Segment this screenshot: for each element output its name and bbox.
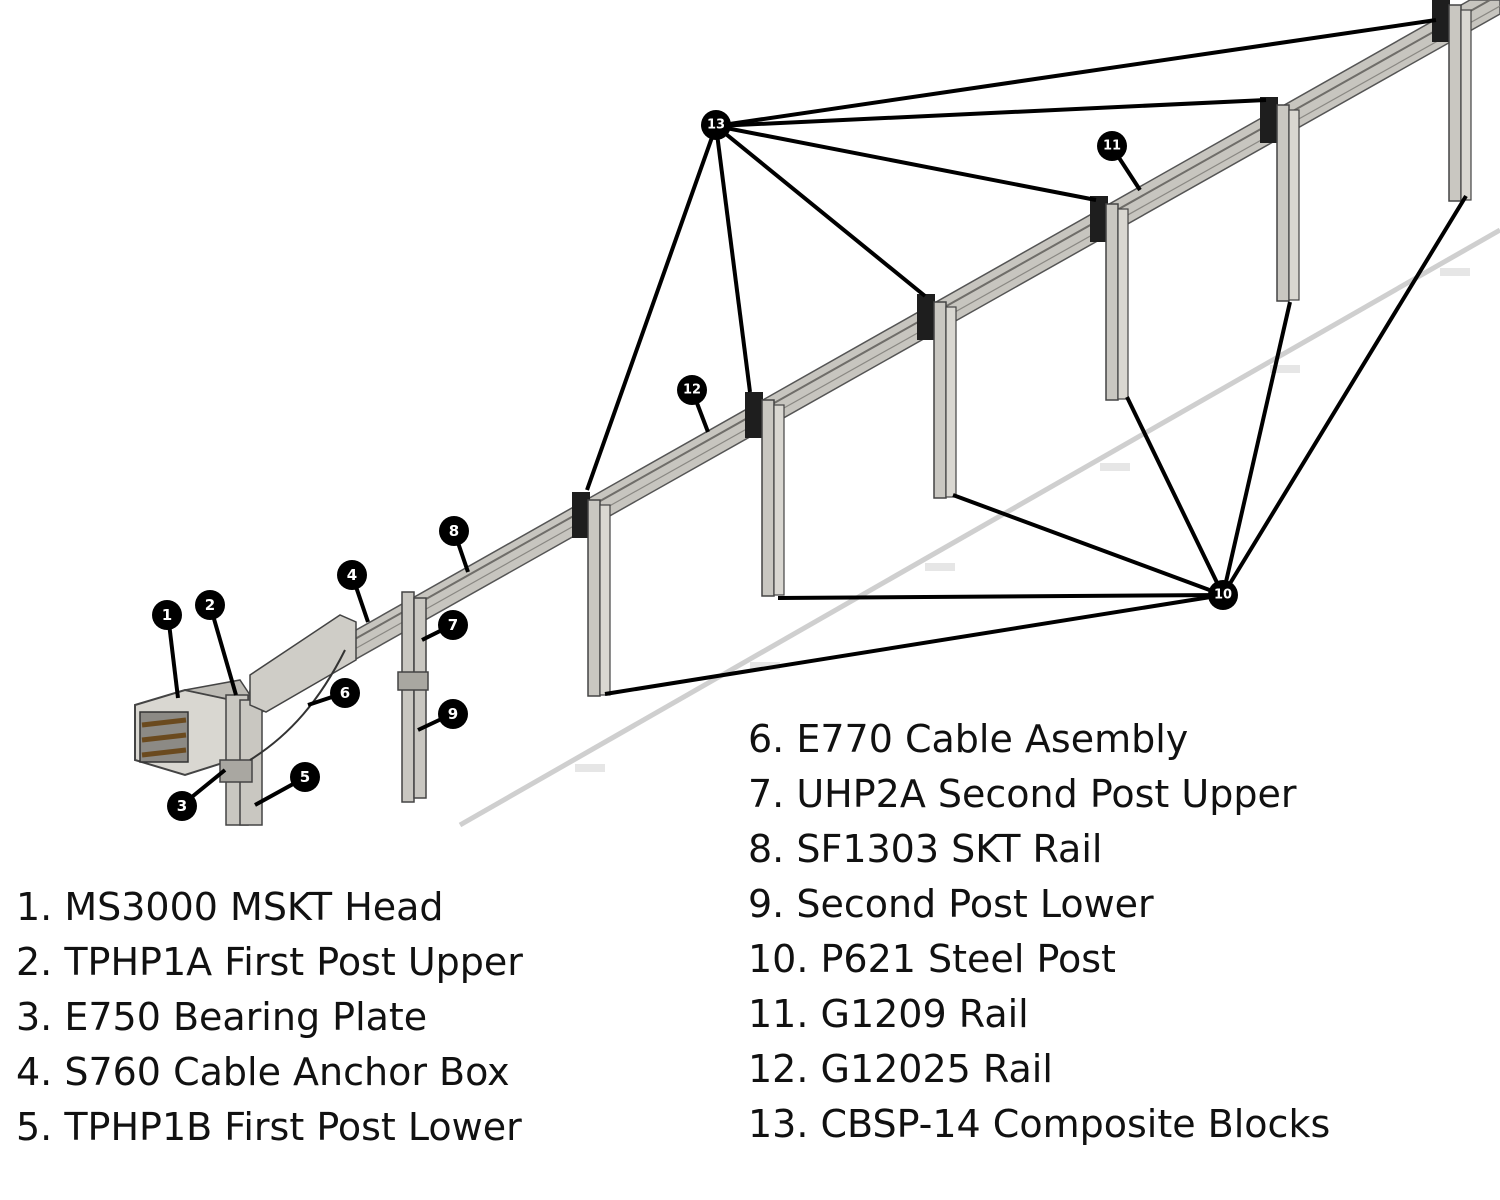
legend-item: 4. S760 Cable Anchor Box bbox=[16, 1050, 510, 1094]
callout-8: 8 bbox=[439, 516, 469, 546]
callout-8-label: 8 bbox=[449, 522, 459, 540]
callout-7-label: 7 bbox=[448, 616, 458, 634]
callout-4-label: 4 bbox=[347, 566, 357, 584]
callout-7: 7 bbox=[438, 610, 468, 640]
legend-item: 2. TPHP1A First Post Upper bbox=[16, 940, 523, 984]
callout-13-label: 13 bbox=[707, 118, 725, 133]
legend-item: 9. Second Post Lower bbox=[748, 882, 1154, 926]
line-post-3 bbox=[917, 294, 957, 499]
line-post-6 bbox=[1432, 0, 1472, 202]
callout-9: 9 bbox=[438, 699, 468, 729]
w-beam-rail bbox=[247, 0, 1500, 713]
callout-4: 4 bbox=[337, 560, 367, 590]
callout-6: 6 bbox=[330, 678, 360, 708]
legend-item: 8. SF1303 SKT Rail bbox=[748, 827, 1103, 871]
callout-1-label: 1 bbox=[162, 606, 172, 624]
callout-6-label: 6 bbox=[340, 684, 350, 702]
callout-10: 10 bbox=[1208, 580, 1238, 610]
callout-1: 1 bbox=[152, 600, 182, 630]
callout-5-label: 5 bbox=[300, 768, 310, 786]
callout-3-label: 3 bbox=[177, 797, 187, 815]
line-post-5 bbox=[1260, 97, 1300, 302]
callout-9-label: 9 bbox=[448, 705, 458, 723]
legend-item: 10. P621 Steel Post bbox=[748, 937, 1116, 981]
parts-legend-left: 1. MS3000 MSKT Head 2. TPHP1A First Post… bbox=[16, 880, 523, 1155]
legend-item: 1. MS3000 MSKT Head bbox=[16, 885, 444, 929]
cable-anchor-box bbox=[249, 614, 357, 713]
legend-item: 5. TPHP1B First Post Lower bbox=[16, 1105, 522, 1149]
line-post-2 bbox=[745, 392, 785, 597]
line-post-1 bbox=[572, 492, 611, 697]
callout-12: 12 bbox=[677, 375, 707, 405]
callout-13: 13 bbox=[701, 110, 731, 140]
legend-item: 7. UHP2A Second Post Upper bbox=[748, 772, 1297, 816]
legend-item: 13. CBSP-14 Composite Blocks bbox=[748, 1102, 1331, 1146]
legend-item: 11. G1209 Rail bbox=[748, 992, 1029, 1036]
ground-markers bbox=[575, 268, 1470, 772]
second-post bbox=[397, 591, 429, 803]
callout-3: 3 bbox=[167, 791, 197, 821]
callout-11: 11 bbox=[1097, 131, 1127, 161]
callout-2: 2 bbox=[195, 590, 225, 620]
callout-10-label: 10 bbox=[1214, 588, 1232, 603]
ground-line bbox=[458, 227, 1500, 828]
legend-item: 12. G12025 Rail bbox=[748, 1047, 1053, 1091]
line-post-4 bbox=[1090, 196, 1129, 401]
first-post bbox=[219, 694, 263, 826]
parts-legend-right: 6. E770 Cable Asembly 7. UHP2A Second Po… bbox=[748, 712, 1330, 1152]
callout-5: 5 bbox=[290, 762, 320, 792]
terminal-head bbox=[134, 679, 252, 777]
cable bbox=[249, 649, 346, 761]
legend-item: 6. E770 Cable Asembly bbox=[748, 717, 1189, 761]
legend-item: 3. E750 Bearing Plate bbox=[16, 995, 428, 1039]
callout-12-label: 12 bbox=[683, 383, 701, 398]
callout-11-label: 11 bbox=[1103, 139, 1121, 154]
callout-2-label: 2 bbox=[205, 596, 215, 614]
